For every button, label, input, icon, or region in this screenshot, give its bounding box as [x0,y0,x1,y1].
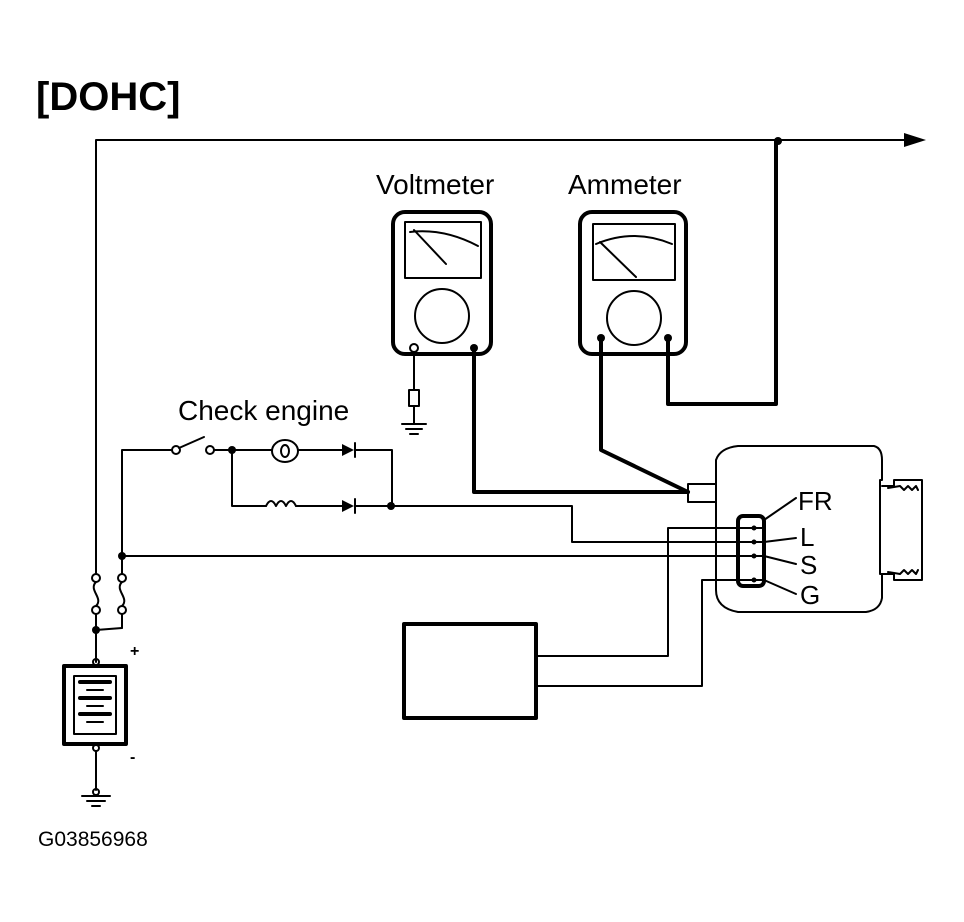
fuse-icon [117,559,127,629]
ammeter-needle [599,241,637,278]
arrow-right-icon [904,133,926,147]
ammeter-label: Ammeter [568,169,682,200]
voltmeter-dial-window [404,221,482,279]
diode-icon [342,442,356,458]
check-engine-circuit: Check engine [121,395,739,557]
battery-inner [73,675,117,735]
figure-code: G03856968 [38,828,148,851]
battery-positive-sign: + [130,643,139,660]
alternator: FR L S G [687,445,923,613]
battery-case [62,664,128,746]
ammeter-body [578,210,688,356]
pin-label-fr: FR [798,486,833,516]
ignition-switch-contact [205,445,215,455]
ammeter: Ammeter [568,169,688,356]
ammeter-scale-arc [595,235,673,245]
control-unit-box [402,622,538,720]
lamp-icon [271,439,299,463]
pin-label-l: L [800,522,814,552]
alternator-b-terminal [687,483,717,503]
diode-icon [342,498,356,514]
ground-icon [81,795,111,807]
pin-label-g: G [800,580,820,610]
ground-icon [401,423,427,435]
voltmeter-knob [414,288,470,344]
control-unit [402,527,739,720]
resistor-icon [408,389,420,407]
fuse-icon [91,559,101,631]
coil-icon [265,500,297,507]
voltmeter-body [391,210,493,356]
meter-leads [472,140,778,494]
alternator-body [715,445,883,613]
voltmeter-terminal-negative [409,343,419,353]
ammeter-knob [606,290,662,346]
sense-wire [118,552,739,560]
voltmeter-label: Voltmeter [376,169,494,200]
ignition-switch-lever [178,436,205,449]
ammeter-dial-window [592,223,676,281]
pulley-icon [887,485,919,575]
battery: + - [62,643,139,807]
voltmeter-needle [413,229,447,265]
alternator-connector [736,514,766,588]
voltmeter: Voltmeter [376,169,494,435]
voltmeter-scale-arc [409,230,479,247]
pin-label-s: S [800,550,817,580]
ignition-switch-contact [171,445,181,455]
battery-negative-sign: - [130,749,135,766]
diagram-title: [DOHC] [36,75,180,119]
check-engine-label: Check engine [178,395,349,426]
